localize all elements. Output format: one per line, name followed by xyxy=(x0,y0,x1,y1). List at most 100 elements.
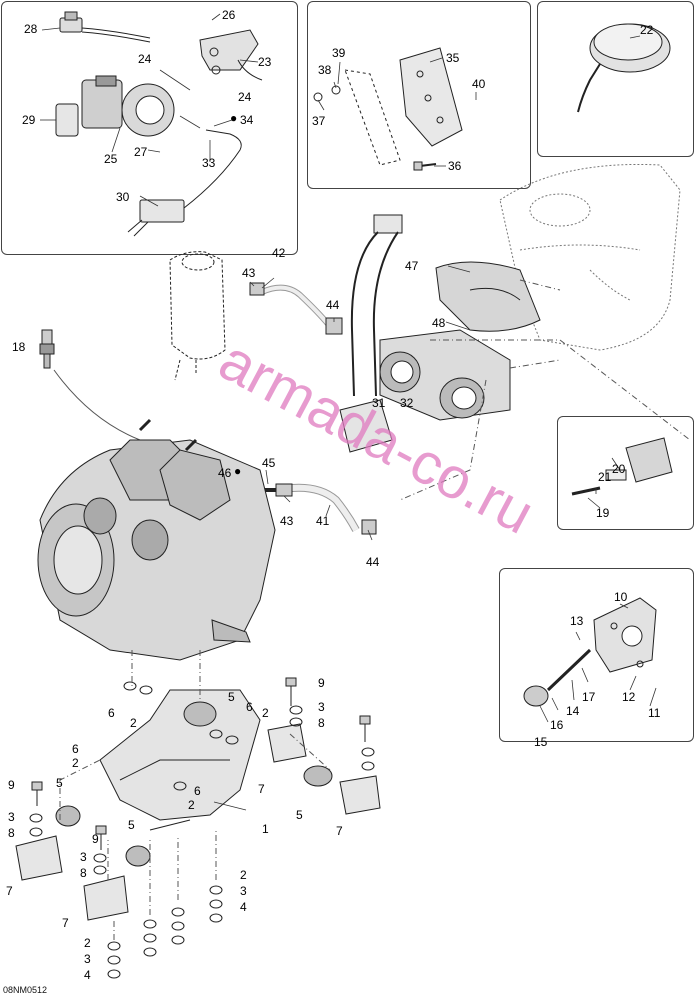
callout-10: 10 xyxy=(614,590,628,604)
callout-6c: 6 xyxy=(72,742,79,756)
mount-plate-1-drawing xyxy=(99,689,261,831)
callout-2b: 2 xyxy=(262,706,269,720)
callout-7d: 7 xyxy=(62,916,69,930)
callout-36: 36 xyxy=(448,159,462,173)
plate-10-drawing xyxy=(593,597,657,673)
valve-drawing xyxy=(571,437,673,496)
callout-41: 41 xyxy=(316,514,330,528)
rubber-mounts-drawing xyxy=(55,701,333,867)
callout-6b: 6 xyxy=(246,700,253,714)
throttle-sensor-25-drawing xyxy=(81,75,175,137)
callout-37: 37 xyxy=(312,114,326,128)
bracket-35-drawing xyxy=(399,47,463,147)
callout-23: 23 xyxy=(258,55,272,69)
callout-39: 39 xyxy=(332,46,346,60)
callout-8a: 8 xyxy=(318,716,325,730)
callout-18: 18 xyxy=(12,340,26,354)
shim-stack-drawing xyxy=(344,69,401,166)
screw-36-drawing xyxy=(413,161,437,171)
callout-2d: 2 xyxy=(188,798,195,812)
hose-41-drawing xyxy=(291,483,360,532)
callout-2a: 2 xyxy=(130,716,137,730)
callout-21: 21 xyxy=(598,470,612,484)
callout-22: 22 xyxy=(640,23,654,37)
callout-3e: 3 xyxy=(84,952,91,966)
callout-2f: 2 xyxy=(84,936,91,950)
oil-drop-icon-2: ● xyxy=(234,464,242,478)
bolts-drawing xyxy=(31,677,371,850)
callout-44b: 44 xyxy=(366,555,380,569)
callout-24b: 24 xyxy=(238,90,252,104)
throttle-body-drawing xyxy=(379,329,511,421)
oil-drop-icon: ● xyxy=(230,111,238,125)
knob-15-drawing xyxy=(523,648,592,707)
callout-28: 28 xyxy=(24,22,38,36)
callout-32: 32 xyxy=(400,396,414,410)
callout-9c: 9 xyxy=(92,832,99,846)
callout-33: 33 xyxy=(202,156,216,170)
callout-13: 13 xyxy=(570,614,584,628)
callout-17: 17 xyxy=(582,690,596,704)
callout-45: 45 xyxy=(262,456,276,470)
callout-27: 27 xyxy=(134,145,148,159)
callout-3b: 3 xyxy=(8,810,15,824)
callout-7a: 7 xyxy=(258,782,265,796)
routing-lines xyxy=(59,279,691,940)
callout-46: 46 xyxy=(218,466,232,480)
engine-drawing xyxy=(37,418,276,661)
callout-38: 38 xyxy=(318,63,332,77)
callout-43b: 43 xyxy=(280,514,294,528)
washer-37-39-drawing xyxy=(313,85,341,102)
callout-44a: 44 xyxy=(326,298,340,312)
brackets-7-drawing xyxy=(15,723,381,921)
callout-26: 26 xyxy=(222,8,236,22)
callout-24a: 24 xyxy=(138,52,152,66)
harness-30-drawing xyxy=(127,129,242,237)
callout-9a: 9 xyxy=(318,676,325,690)
callout-5a: 5 xyxy=(228,690,235,704)
callout-47: 47 xyxy=(405,259,419,273)
callout-2e: 2 xyxy=(240,868,247,882)
callout-43a: 43 xyxy=(242,266,256,280)
intake-47-drawing xyxy=(435,261,541,332)
bracket-23-drawing xyxy=(199,29,263,81)
callout-5b: 5 xyxy=(56,776,63,790)
callout-6a: 6 xyxy=(108,706,115,720)
callout-1: 1 xyxy=(262,822,269,836)
callout-30: 30 xyxy=(116,190,130,204)
drawing-code: 08NM0512 xyxy=(3,985,48,995)
callout-40: 40 xyxy=(472,77,486,91)
oil-reservoir-drawing xyxy=(169,251,226,381)
callout-7c: 7 xyxy=(6,884,13,898)
cover-29-drawing xyxy=(55,103,79,137)
callout-12: 12 xyxy=(622,690,636,704)
callout-34: 34 xyxy=(240,113,254,127)
detail-box-plate xyxy=(499,568,694,742)
callout-7b: 7 xyxy=(336,824,343,838)
callout-3a: 3 xyxy=(318,700,325,714)
bracket-assembly-drawing xyxy=(339,399,393,453)
callout-3d: 3 xyxy=(240,884,247,898)
callout-5c: 5 xyxy=(296,808,303,822)
callout-4a: 4 xyxy=(240,900,247,914)
callout-35: 35 xyxy=(446,51,460,65)
callout-16: 16 xyxy=(550,718,564,732)
callout-8b: 8 xyxy=(8,826,15,840)
callout-14: 14 xyxy=(566,704,580,718)
cap-22-drawing xyxy=(577,23,671,113)
callout-42: 42 xyxy=(272,246,286,260)
sensor-wire-drawing xyxy=(350,214,403,397)
callout-3c: 3 xyxy=(80,850,87,864)
callout-6d: 6 xyxy=(194,784,201,798)
callout-11: 11 xyxy=(648,706,661,720)
airbox-drawing xyxy=(499,163,681,351)
callout-8c: 8 xyxy=(80,866,87,880)
callout-29: 29 xyxy=(22,113,36,127)
callout-48: 48 xyxy=(432,316,446,330)
callout-20: 20 xyxy=(612,462,626,476)
callout-25: 25 xyxy=(104,152,118,166)
callout-4b: 4 xyxy=(84,968,91,982)
callout-2c: 2 xyxy=(72,756,79,770)
